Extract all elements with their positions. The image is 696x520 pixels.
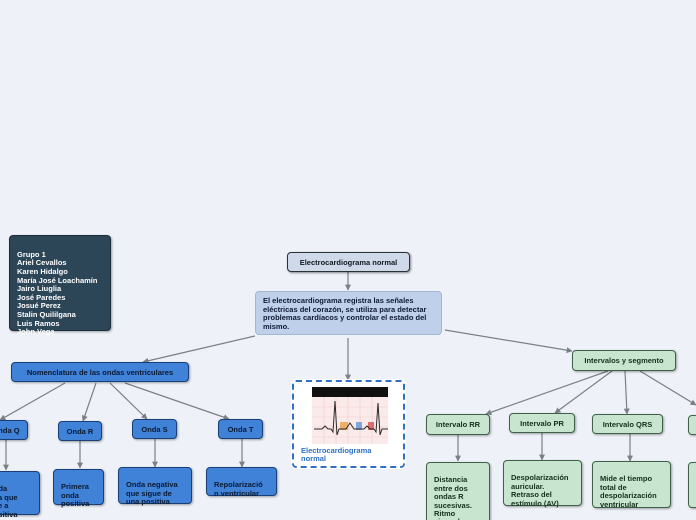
onda-q-description-node[interactable]: ...onda ...tiva que ...ede a ...positiva xyxy=(0,471,40,519)
connector-nom-t xyxy=(124,382,230,421)
intervalo-qrs-label: Intervalo QRS xyxy=(602,419,653,429)
onda-r-label: Onda R xyxy=(66,426,94,436)
nomenclature-node[interactable]: Nomenclatura de las ondas ventriculares xyxy=(11,362,189,382)
intervalo-pr-label: Intervalo PR xyxy=(520,418,564,428)
connector-desc-nomenclature xyxy=(142,335,256,364)
onda-t-description-node[interactable]: Repolarizació n ventricular xyxy=(206,467,277,498)
intervalo-rr-description-node[interactable]: Distancia entre dos ondas R sucesivas. R… xyxy=(426,462,490,520)
intervalo-pr-description: Despolarización auricular. Retraso del e… xyxy=(511,473,569,508)
onda-q-node[interactable]: Onda Q xyxy=(0,420,28,440)
onda-q-description: ...onda ...tiva que ...ede a ...positiva xyxy=(0,484,18,519)
connector-nom-q xyxy=(0,382,66,421)
intervals-label: Intervalos y segmento xyxy=(584,356,664,365)
onda-t-label: Onda T xyxy=(227,424,254,434)
intervalo-qrs-description: Mide el tiempo total de despolarización … xyxy=(600,474,657,509)
ecg-image-card[interactable]: Electrocardiograma normal xyxy=(291,379,406,469)
interval-overflow-description-node[interactable] xyxy=(688,462,696,508)
intervalo-qrs-node[interactable]: Intervalo QRS xyxy=(592,414,663,434)
central-topic-label: Electrocardiograma normal xyxy=(299,257,398,267)
intervalo-rr-node[interactable]: Intervalo RR xyxy=(426,414,490,435)
team-members-box[interactable]: Grupo 1 Ariel Cevallos Karen Hidalgo Mar… xyxy=(9,235,111,336)
connector-int-qrs xyxy=(623,370,630,415)
description-text: El electrocardiograma registra las señal… xyxy=(263,296,427,331)
nomenclature-label: Nomenclatura de las ondas ventriculares xyxy=(26,367,174,377)
connector-int-rr xyxy=(485,370,609,416)
connector-int-pr xyxy=(554,370,613,414)
onda-r-description-node[interactable]: Primera onda positiva xyxy=(53,469,104,509)
description-node[interactable]: El electrocardiograma registra las señal… xyxy=(255,291,442,335)
onda-s-node[interactable]: Onda S xyxy=(132,419,177,439)
team-members-text: Grupo 1 Ariel Cevallos Karen Hidalgo Mar… xyxy=(17,249,98,337)
onda-q-label: Onda Q xyxy=(0,425,20,435)
connector-nom-r xyxy=(81,382,97,422)
connector-nom-s xyxy=(109,382,148,420)
ecg-thumbnail-image xyxy=(312,387,388,444)
onda-t-node[interactable]: Onda T xyxy=(218,419,263,439)
onda-r-node[interactable]: Onda R xyxy=(58,421,102,441)
intervals-node[interactable]: Intervalos y segmento xyxy=(572,350,676,371)
connector-int-extra xyxy=(639,370,696,406)
intervalo-rr-description: Distancia entre dos ondas R sucesivas. R… xyxy=(434,475,472,520)
onda-r-description: Primera onda positiva xyxy=(61,482,90,509)
intervalo-pr-description-node[interactable]: Despolarización auricular. Retraso del e… xyxy=(503,460,582,508)
central-topic-node[interactable]: Electrocardiograma normal xyxy=(287,252,410,272)
onda-t-description: Repolarizació n ventricular xyxy=(214,480,263,498)
interval-overflow-node[interactable] xyxy=(688,415,696,435)
connector-desc-intervals xyxy=(444,329,573,354)
onda-s-description: Onda negativa que sigue de una positiva xyxy=(126,480,178,507)
intervalo-rr-label: Intervalo RR xyxy=(435,420,481,429)
ecg-image-caption: Electrocardiograma normal xyxy=(301,446,372,464)
intervalo-pr-node[interactable]: Intervalo PR xyxy=(509,413,575,433)
intervalo-qrs-description-node[interactable]: Mide el tiempo total de despolarización … xyxy=(592,461,671,508)
onda-s-description-node[interactable]: Onda negativa que sigue de una positiva xyxy=(118,467,192,507)
onda-s-label: Onda S xyxy=(141,424,168,434)
